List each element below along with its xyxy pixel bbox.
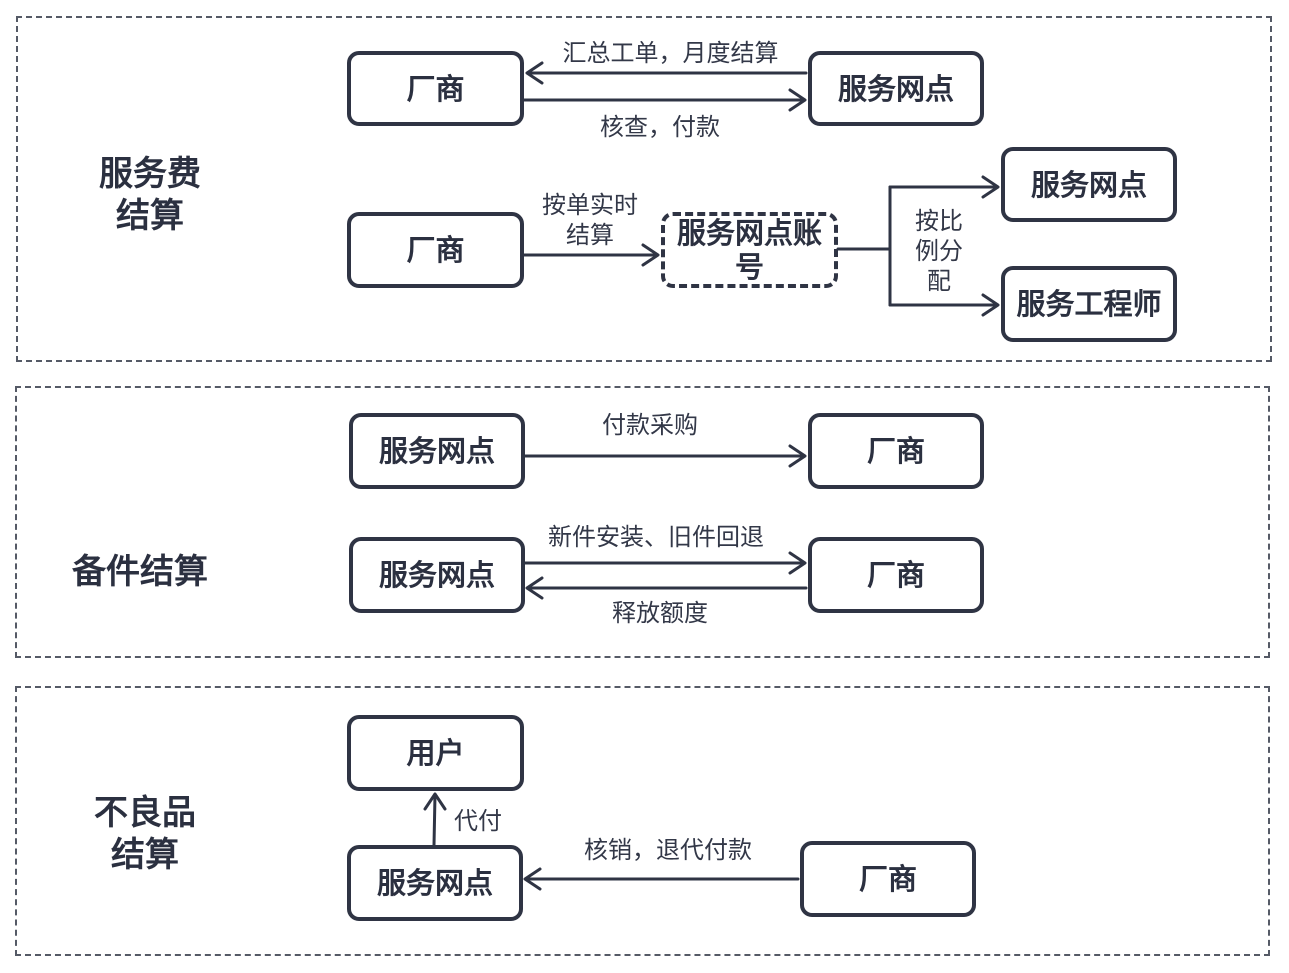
node-service-outlet: 服务网点	[347, 845, 523, 921]
node-service-outlet: 服务网点	[808, 51, 984, 126]
edge-label-release-quota: 释放额度	[612, 599, 708, 627]
edge-label-realtime-settlement: 按单实时 结算	[532, 190, 648, 250]
edge-label-pay-on-behalf: 代付	[454, 807, 502, 835]
edge-label-line: 按单实时	[542, 191, 638, 219]
edge-label-ratio-split: 按比 例分 配	[902, 206, 976, 296]
node-service-outlet: 服务网点	[1001, 147, 1177, 222]
edge-label-monthly-settlement: 汇总工单，月度结算	[562, 39, 779, 67]
edge-label-writeoff-refund: 核销，退代付款	[584, 836, 752, 864]
edge-label-line: 例分	[915, 237, 963, 265]
section-label-line: 备件结算	[72, 552, 208, 592]
node-service-outlet: 服务网点	[349, 413, 525, 489]
section-service-fee	[16, 16, 1272, 362]
section-label-line: 不良品	[94, 793, 196, 833]
section-label-service-fee: 服务费 结算	[70, 153, 230, 237]
node-manufacturer: 厂商	[347, 212, 524, 288]
node-service-outlet-account: 服务网点账号	[661, 212, 838, 288]
edge-label-line: 配	[927, 267, 951, 295]
edge-label-check-pay: 核查，付款	[600, 113, 720, 141]
node-service-engineer: 服务工程师	[1001, 266, 1177, 342]
section-label-parts: 备件结算	[55, 551, 225, 593]
edge-label-install-return: 新件安装、旧件回退	[548, 523, 764, 551]
node-service-outlet: 服务网点	[349, 537, 525, 613]
edge-label-line: 按比	[915, 207, 963, 235]
node-manufacturer: 厂商	[808, 413, 984, 489]
node-manufacturer: 厂商	[800, 841, 976, 917]
section-label-defective: 不良品 结算	[65, 792, 225, 876]
node-manufacturer: 厂商	[808, 537, 984, 613]
section-parts	[15, 386, 1270, 658]
section-label-line: 服务费	[99, 154, 201, 194]
section-label-line: 结算	[116, 196, 184, 236]
edge-label-purchase: 付款采购	[602, 411, 698, 439]
edge-label-line: 结算	[566, 221, 614, 249]
section-label-line: 结算	[111, 835, 179, 875]
node-user: 用户	[347, 715, 524, 791]
section-defective	[15, 686, 1270, 956]
node-manufacturer: 厂商	[347, 51, 524, 126]
